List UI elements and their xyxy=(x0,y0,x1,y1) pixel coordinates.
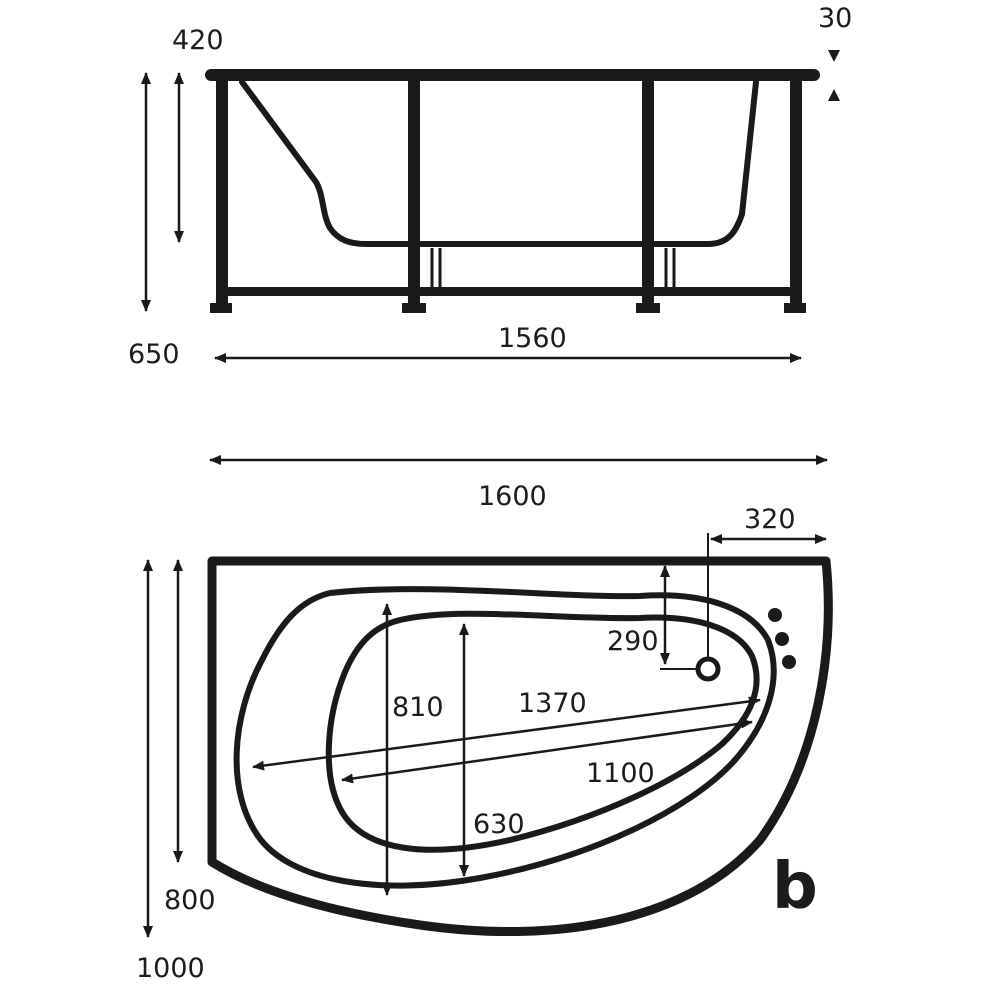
overflow-hole xyxy=(768,608,782,622)
variant-label: b xyxy=(772,850,818,924)
basin-outline xyxy=(325,610,760,853)
leg-mid-left xyxy=(408,78,420,306)
dim-label-1100: 1100 xyxy=(586,758,655,789)
rim-arrow-bottom xyxy=(828,89,840,101)
overflow-hole xyxy=(782,655,796,669)
frame-bottom-bar xyxy=(216,287,802,296)
dim-label-810: 810 xyxy=(392,692,444,723)
foot xyxy=(210,303,232,313)
dim-label-1370: 1370 xyxy=(518,688,587,719)
dim-label-650: 650 xyxy=(128,339,180,370)
rim-outline xyxy=(233,586,777,889)
tub-outline xyxy=(207,556,833,937)
dim-label-320: 320 xyxy=(744,504,796,535)
top-view: 1600 320 290 810 1370 1100 630 800 1000 … xyxy=(136,455,833,984)
dim-label-30: 30 xyxy=(818,3,852,34)
rim xyxy=(205,69,820,81)
dim-label-1600: 1600 xyxy=(478,481,547,512)
dim-label-420: 420 xyxy=(172,25,224,56)
dim-label-630: 630 xyxy=(473,809,525,840)
dim-label-290: 290 xyxy=(607,626,659,657)
foot xyxy=(636,303,660,313)
dim-label-800: 800 xyxy=(164,885,216,916)
overflow-hole xyxy=(775,632,789,646)
dim-label-1000: 1000 xyxy=(136,953,205,984)
foot xyxy=(784,303,806,313)
leg-right xyxy=(790,78,802,306)
tub-profile xyxy=(239,79,759,247)
leg-left xyxy=(216,78,228,306)
leg-mid-right xyxy=(642,78,654,306)
dim-arrow-1100 xyxy=(341,718,753,784)
side-view: 420 30 650 1560 xyxy=(128,3,852,370)
dim-label-1560: 1560 xyxy=(498,323,567,354)
rim-arrow-top xyxy=(828,50,840,62)
drain xyxy=(695,656,721,682)
foot xyxy=(402,303,426,313)
